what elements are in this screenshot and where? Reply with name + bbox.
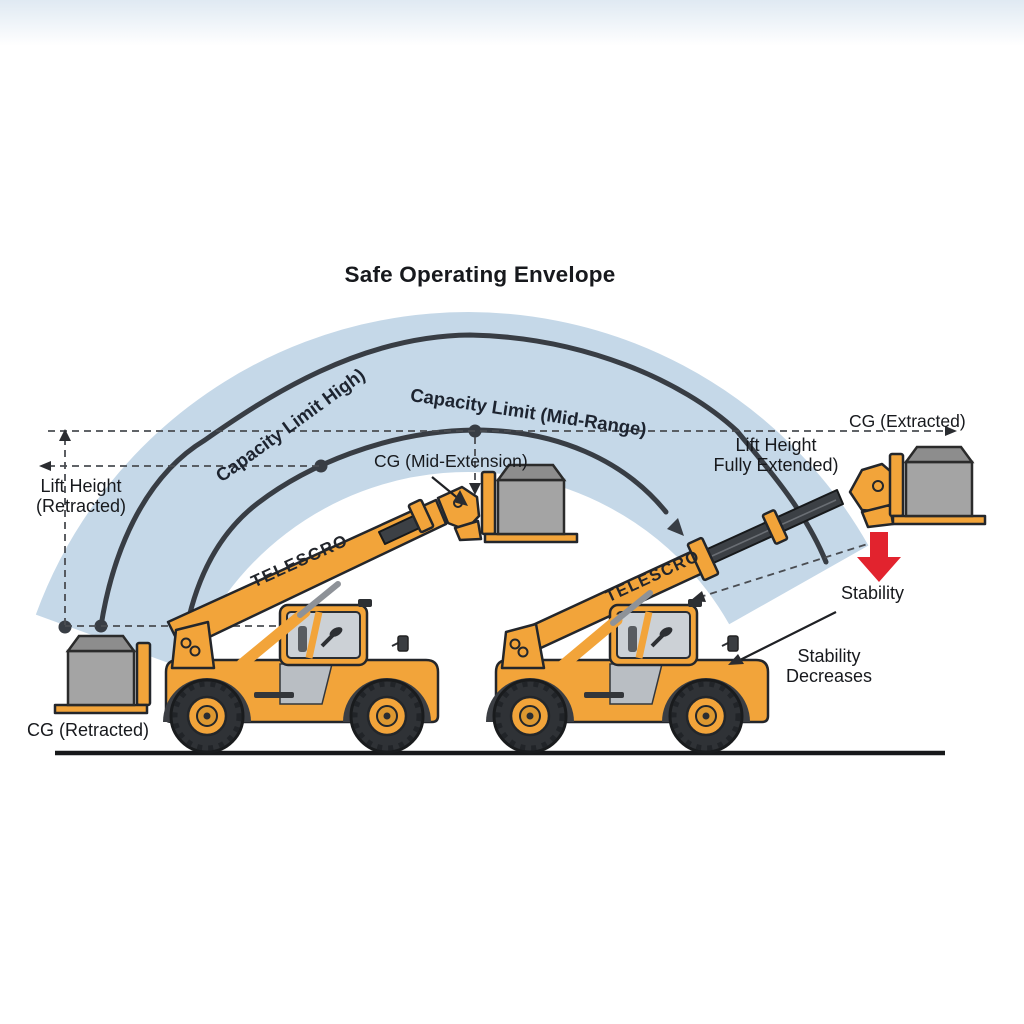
cg-mid-pointer-arrowhead-icon (453, 490, 468, 506)
boom-collar-1 (407, 498, 435, 534)
wheel (494, 680, 566, 752)
capacity-arc-mid-range (98, 332, 829, 629)
capacity-arc-high (184, 427, 669, 629)
stability-decrease-arrow-icon (857, 532, 901, 582)
cg-mid-pointer-line (431, 476, 461, 501)
down-arrowhead-icon (469, 483, 481, 495)
boom-collar-2 (761, 509, 789, 545)
cylinder-rod-2 (610, 590, 653, 626)
up-arrowhead-icon (59, 429, 71, 441)
boom-pivot-tower-2 (500, 622, 546, 670)
load-fully-extended (888, 445, 987, 526)
lift-cylinder-1 (236, 606, 311, 670)
label-cg-mid-extension: CG (Mid-Extension) (374, 451, 528, 471)
boom-endcap-2 (686, 536, 720, 582)
telehandler-fully-extended: TELESCRO (486, 445, 987, 752)
envelope-edge-dash-line (696, 540, 878, 599)
boom-pivot-tower-1 (170, 620, 216, 670)
label-cg-retracted: CG (Retracted) (27, 720, 150, 740)
cylinder-rod-1 (297, 581, 341, 618)
boom-head-1 (436, 485, 481, 532)
stability-pointer-line (737, 611, 837, 662)
wheel (351, 680, 423, 752)
stability-pointer-arrowhead-icon (728, 654, 744, 665)
safe-envelope-band (35, 312, 869, 671)
capacity-arc-arrowhead-icon (667, 518, 684, 536)
label-stability: Stability (841, 583, 905, 603)
load-retracted (53, 634, 152, 715)
page-title: Safe Operating Envelope (344, 262, 616, 287)
left-arrowhead-icon (39, 461, 51, 471)
lift-cylinder-2 (556, 614, 623, 672)
wheel (670, 680, 742, 752)
label-cg-extracted: CG (Extracted) (849, 411, 966, 431)
wheel (171, 680, 243, 752)
sky-tint (0, 0, 1024, 46)
load-mid-extension (480, 463, 579, 544)
right-arrowhead-icon (945, 426, 957, 436)
label-lift-height-retracted: Lift Height(Retracted) (35, 476, 127, 516)
